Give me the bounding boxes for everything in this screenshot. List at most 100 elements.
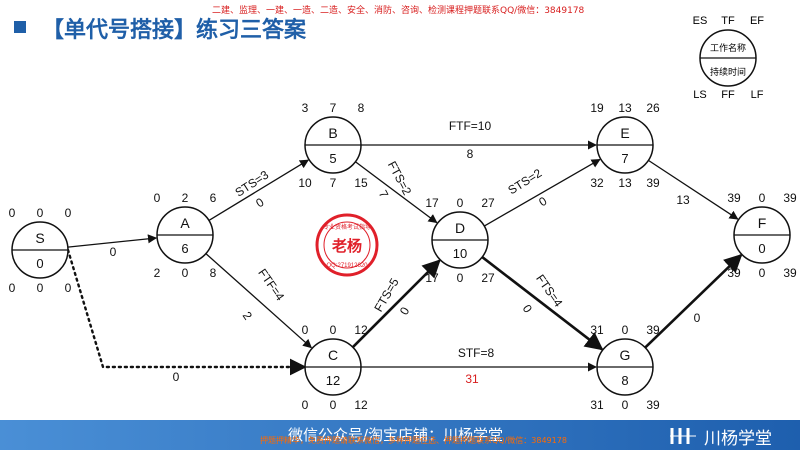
node-ef: 26 (646, 101, 660, 115)
top-contact-note: 二建、监理、一建、一造、二造、安全、消防、咨询、检测课程押题联系QQ/微信：38… (212, 6, 585, 16)
stamp-ring: 专业资格考试指导 (323, 223, 371, 231)
legend-tf: TF (721, 15, 735, 27)
edge-s-c: 0 (66, 248, 307, 384)
footer-note: 押题押精华，免费押题请联系微信，多种押题任选、押题押题联系QQ/微信：38491… (260, 436, 567, 445)
node-duration: 12 (326, 373, 340, 388)
edge-label: FTF=10 (449, 119, 492, 133)
edge-lag: 13 (676, 193, 690, 207)
node-es: 3 (302, 101, 309, 115)
legend-ef: EF (750, 15, 764, 27)
node-es: 19 (590, 101, 604, 115)
node-es: 0 (154, 191, 161, 205)
edge-lag: 0 (110, 245, 117, 259)
node-lf: 27 (481, 271, 495, 285)
node-duration: 0 (36, 256, 43, 271)
stamp: 老杨 专业资格考试指导 QQ:271912620 (315, 213, 379, 277)
legend-name: 工作名称 (710, 42, 746, 53)
node-es: 31 (590, 323, 604, 337)
edge-lag: 7 (376, 188, 392, 201)
node-lf: 39 (783, 266, 797, 280)
node-ls: 0 (302, 398, 309, 412)
node-tf: 0 (330, 323, 337, 337)
node-ef: 0 (65, 206, 72, 220)
node-duration: 0 (758, 241, 765, 256)
footer-text: 微信公众号/淘宝店铺：川杨学堂 (288, 426, 504, 444)
edge-lag: 8 (467, 147, 474, 161)
edge-b-d: FTS=27 (355, 159, 438, 224)
node-name: A (180, 215, 190, 231)
node-duration: 6 (181, 241, 188, 256)
edge-lag: 0 (253, 195, 266, 211)
node-ff: 0 (37, 281, 44, 295)
node-name: B (328, 125, 337, 141)
legend-ls: LS (693, 89, 706, 101)
node-ff: 0 (182, 266, 189, 280)
node-name: G (620, 347, 631, 363)
title-bullet (14, 21, 26, 33)
edge-d-g: FTS=40 (481, 256, 604, 351)
node-duration: 8 (621, 373, 628, 388)
node-ef: 39 (646, 323, 660, 337)
node-name: F (758, 215, 767, 231)
node-es: 0 (302, 323, 309, 337)
edge-d-e: STS=20 (483, 158, 601, 227)
node-ls: 32 (590, 176, 604, 190)
node-duration: 10 (453, 246, 467, 261)
legend-duration: 持续时间 (710, 66, 746, 77)
node-ls: 10 (298, 176, 312, 190)
brand-name: 川杨学堂 (704, 429, 772, 449)
node-ef: 8 (358, 101, 365, 115)
node-lf: 15 (354, 176, 368, 190)
legend-lf: LF (751, 89, 764, 101)
network-diagram: 00STS=30FTF=42FTF=108FTS=27FTS=50STF=831… (9, 15, 797, 412)
edge-lag: 0 (694, 311, 701, 325)
node-ff: 0 (759, 266, 766, 280)
node-ef: 27 (481, 196, 495, 210)
node-lf: 12 (354, 398, 368, 412)
node-duration: 7 (621, 151, 628, 166)
node-ef: 6 (210, 191, 217, 205)
edge-label: STS=2 (505, 166, 544, 198)
edge-c-g: STF=8 31 (361, 346, 597, 386)
node-tf: 2 (182, 191, 189, 205)
node-name: E (620, 125, 629, 141)
page-title: 【单代号搭接】练习三答案 (42, 18, 307, 43)
edge-lag: 0 (397, 304, 413, 317)
node-name: C (328, 347, 338, 363)
node-lf: 39 (646, 398, 660, 412)
edge-a-c: FTF=42 (205, 253, 313, 349)
edge-label: FTS=4 (533, 272, 566, 310)
footer-bar: 微信公众号/淘宝店铺：川杨学堂 押题押精华，免费押题请联系微信，多种押题任选、押… (0, 420, 800, 450)
node-ls: 39 (727, 266, 741, 280)
node-tf: 7 (330, 101, 337, 115)
edge-e-f: 13 (648, 159, 739, 220)
edge-label: STF=8 (458, 346, 495, 360)
edge-b-e: FTF=10 8 (361, 119, 597, 161)
edge-a-b: STS=30 (208, 159, 309, 222)
node-ff: 7 (330, 176, 337, 190)
node-ff: 0 (330, 398, 337, 412)
node-b: B 5 3 7 8 10 7 15 (298, 101, 368, 190)
node-lf: 0 (65, 281, 72, 295)
node-tf: 0 (457, 196, 464, 210)
edge-label: FTF=4 (255, 266, 287, 304)
edge-lag: 31 (465, 372, 479, 386)
node-es: 39 (727, 191, 741, 205)
edge-lag: 0 (520, 302, 535, 316)
node-c: C 12 0 0 12 0 0 12 (302, 323, 368, 412)
node-ef: 12 (354, 323, 368, 337)
node-tf: 0 (37, 206, 44, 220)
node-es: 0 (9, 206, 16, 220)
node-ls: 2 (154, 266, 161, 280)
edge-lag: 0 (173, 370, 180, 384)
edge-lag: 0 (536, 194, 549, 210)
edge-g-f: 0 (644, 253, 743, 349)
node-ff: 0 (457, 271, 464, 285)
node-duration: 5 (329, 151, 336, 166)
legend-es: ES (693, 15, 708, 27)
